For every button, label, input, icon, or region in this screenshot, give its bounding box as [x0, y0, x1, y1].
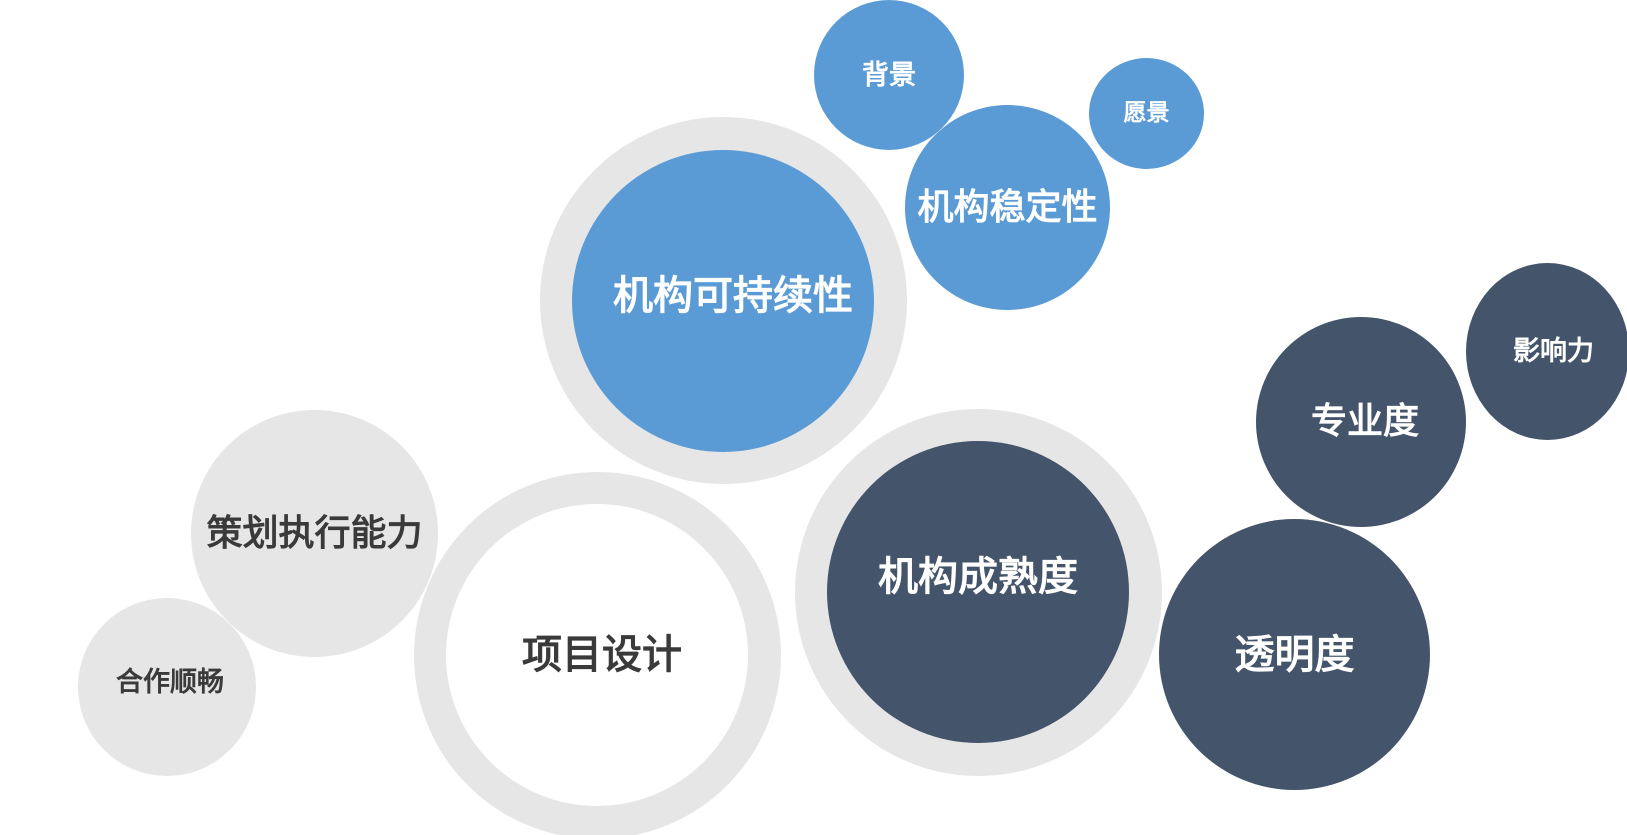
bubble-background: 背景 — [814, 0, 964, 150]
bubble-sustainability-label: 机构可持续性 — [613, 273, 853, 319]
bubble-influence: 影响力 — [1466, 263, 1627, 440]
bubble-maturity-label: 机构成熟度 — [878, 554, 1078, 600]
bubble-maturity: 机构成熟度 — [827, 441, 1129, 743]
bubble-background-label: 背景 — [862, 59, 916, 91]
bubble-sustainability: 机构可持续性 — [572, 150, 874, 452]
bubble-vision-label: 愿景 — [1123, 100, 1170, 126]
bubble-planning-execution: 策划执行能力 — [191, 410, 438, 657]
bubble-stability-label: 机构稳定性 — [917, 186, 1098, 228]
bubble-cooperation: 合作顺畅 — [78, 598, 256, 776]
bubble-cooperation-label: 合作顺畅 — [116, 666, 224, 698]
bubble-project-design: 项目设计 — [446, 504, 748, 806]
bubble-professionalism-label: 专业度 — [1310, 401, 1419, 442]
bubble-transparency: 透明度 — [1159, 519, 1430, 790]
bubble-transparency-label: 透明度 — [1234, 631, 1355, 678]
bubble-vision: 愿景 — [1089, 58, 1204, 169]
bubble-influence-label: 影响力 — [1513, 336, 1594, 367]
bubble-planning-execution-label: 策划执行能力 — [206, 512, 423, 554]
bubble-project-design-label: 项目设计 — [522, 632, 682, 678]
bubble-professionalism: 专业度 — [1256, 317, 1466, 527]
bubble-stability: 机构稳定性 — [905, 105, 1110, 310]
